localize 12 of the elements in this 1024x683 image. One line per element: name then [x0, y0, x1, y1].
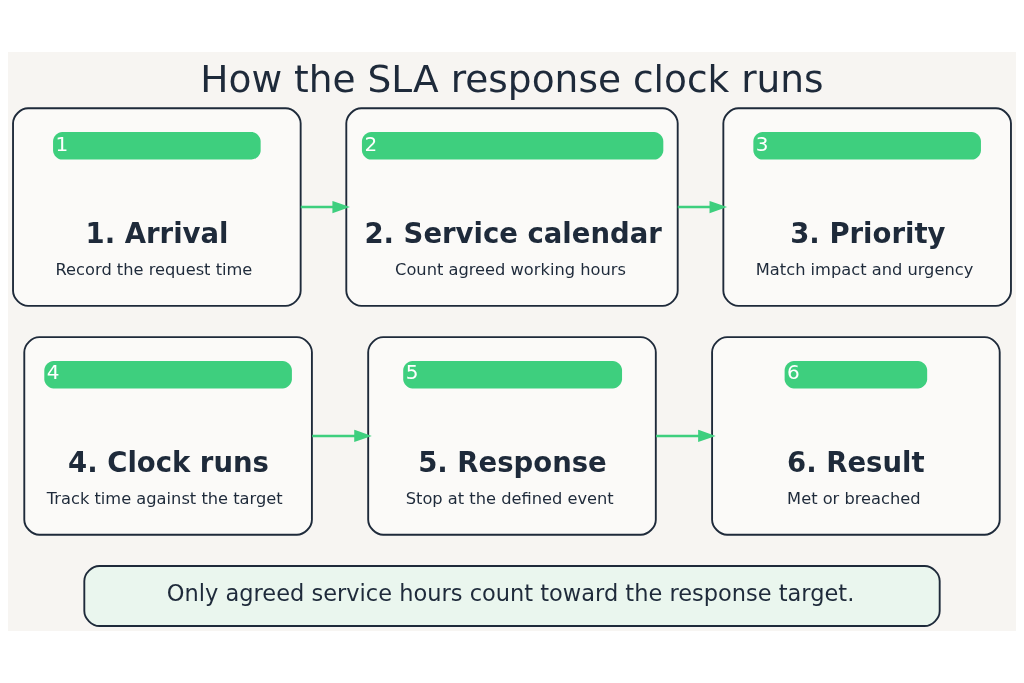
node-box: 1 1. Arrival Record the request time	[12, 107, 302, 307]
arrow	[677, 200, 728, 214]
node-box: 5 5. Response Stop at the defined event	[367, 336, 657, 536]
node-box: 6 6. Result Met or breached	[711, 336, 1001, 536]
arrow	[312, 429, 372, 443]
node-box: 2 2. Service calendar Count agreed working hours	[345, 107, 679, 307]
node-box: 3 3. Priority Match impact and urgency	[722, 107, 1012, 307]
arrow	[656, 429, 716, 443]
arrow	[300, 200, 350, 214]
diagram-title: How the SLA response clock runs	[200, 57, 824, 102]
node-box: Only agreed service hours count toward the response target.	[83, 565, 941, 627]
node-box: 4 4. Clock runs Track time against the target	[23, 336, 313, 536]
